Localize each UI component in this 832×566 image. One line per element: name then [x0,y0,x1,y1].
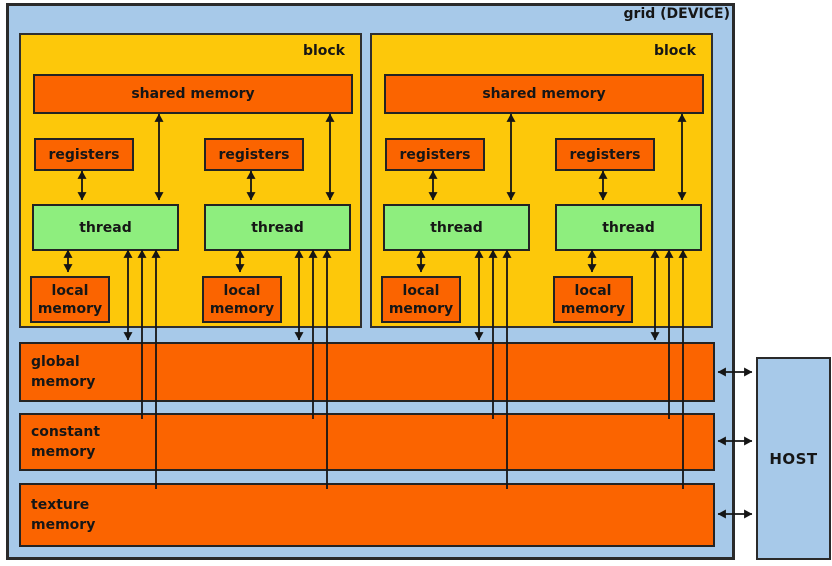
block-1-local-memory-box-1: local memory [30,276,110,323]
texture-memory-line1: texture [31,497,90,513]
constant-memory-band: constant memory [19,413,715,471]
block-2-thread-box-2: thread [555,204,702,251]
local-memory-line1: local [402,282,440,299]
block-1: block shared memory registers registers … [19,33,362,328]
texture-memory-line2: memory [31,517,96,533]
block-1-registers-box-1: registers [34,138,134,171]
host-box: HOST [756,357,831,560]
global-memory-line2: memory [31,374,96,390]
block-2-thread-box-1: thread [383,204,530,251]
block-2-local-memory-box-2: local memory [553,276,633,323]
grid-device-label: grid (DEVICE) [623,6,730,22]
local-memory-line1: local [574,282,612,299]
block-1-thread-box-1: thread [32,204,179,251]
block-2-label: block [653,43,696,59]
block-2: block shared memory registers registers … [370,33,713,328]
block-2-shared-memory-box: shared memory [384,74,704,114]
local-memory-line2: memory [209,300,275,317]
block-1-shared-memory-box: shared memory [33,74,353,114]
local-memory-line2: memory [37,300,103,317]
block-1-local-memory-box-2: local memory [202,276,282,323]
local-memory-line1: local [223,282,261,299]
local-memory-line2: memory [388,300,454,317]
global-memory-line1: global [31,354,80,370]
block-2-registers-box-1: registers [385,138,485,171]
block-1-label: block [302,43,345,59]
block-2-local-memory-box-1: local memory [381,276,461,323]
block-1-registers-box-2: registers [204,138,304,171]
local-memory-line1: local [51,282,89,299]
constant-memory-line1: constant [31,424,101,440]
texture-memory-band: texture memory [19,483,715,547]
constant-memory-line2: memory [31,444,96,460]
block-1-thread-box-2: thread [204,204,351,251]
global-memory-band: global memory [19,342,715,402]
local-memory-line2: memory [560,300,626,317]
block-2-registers-box-2: registers [555,138,655,171]
